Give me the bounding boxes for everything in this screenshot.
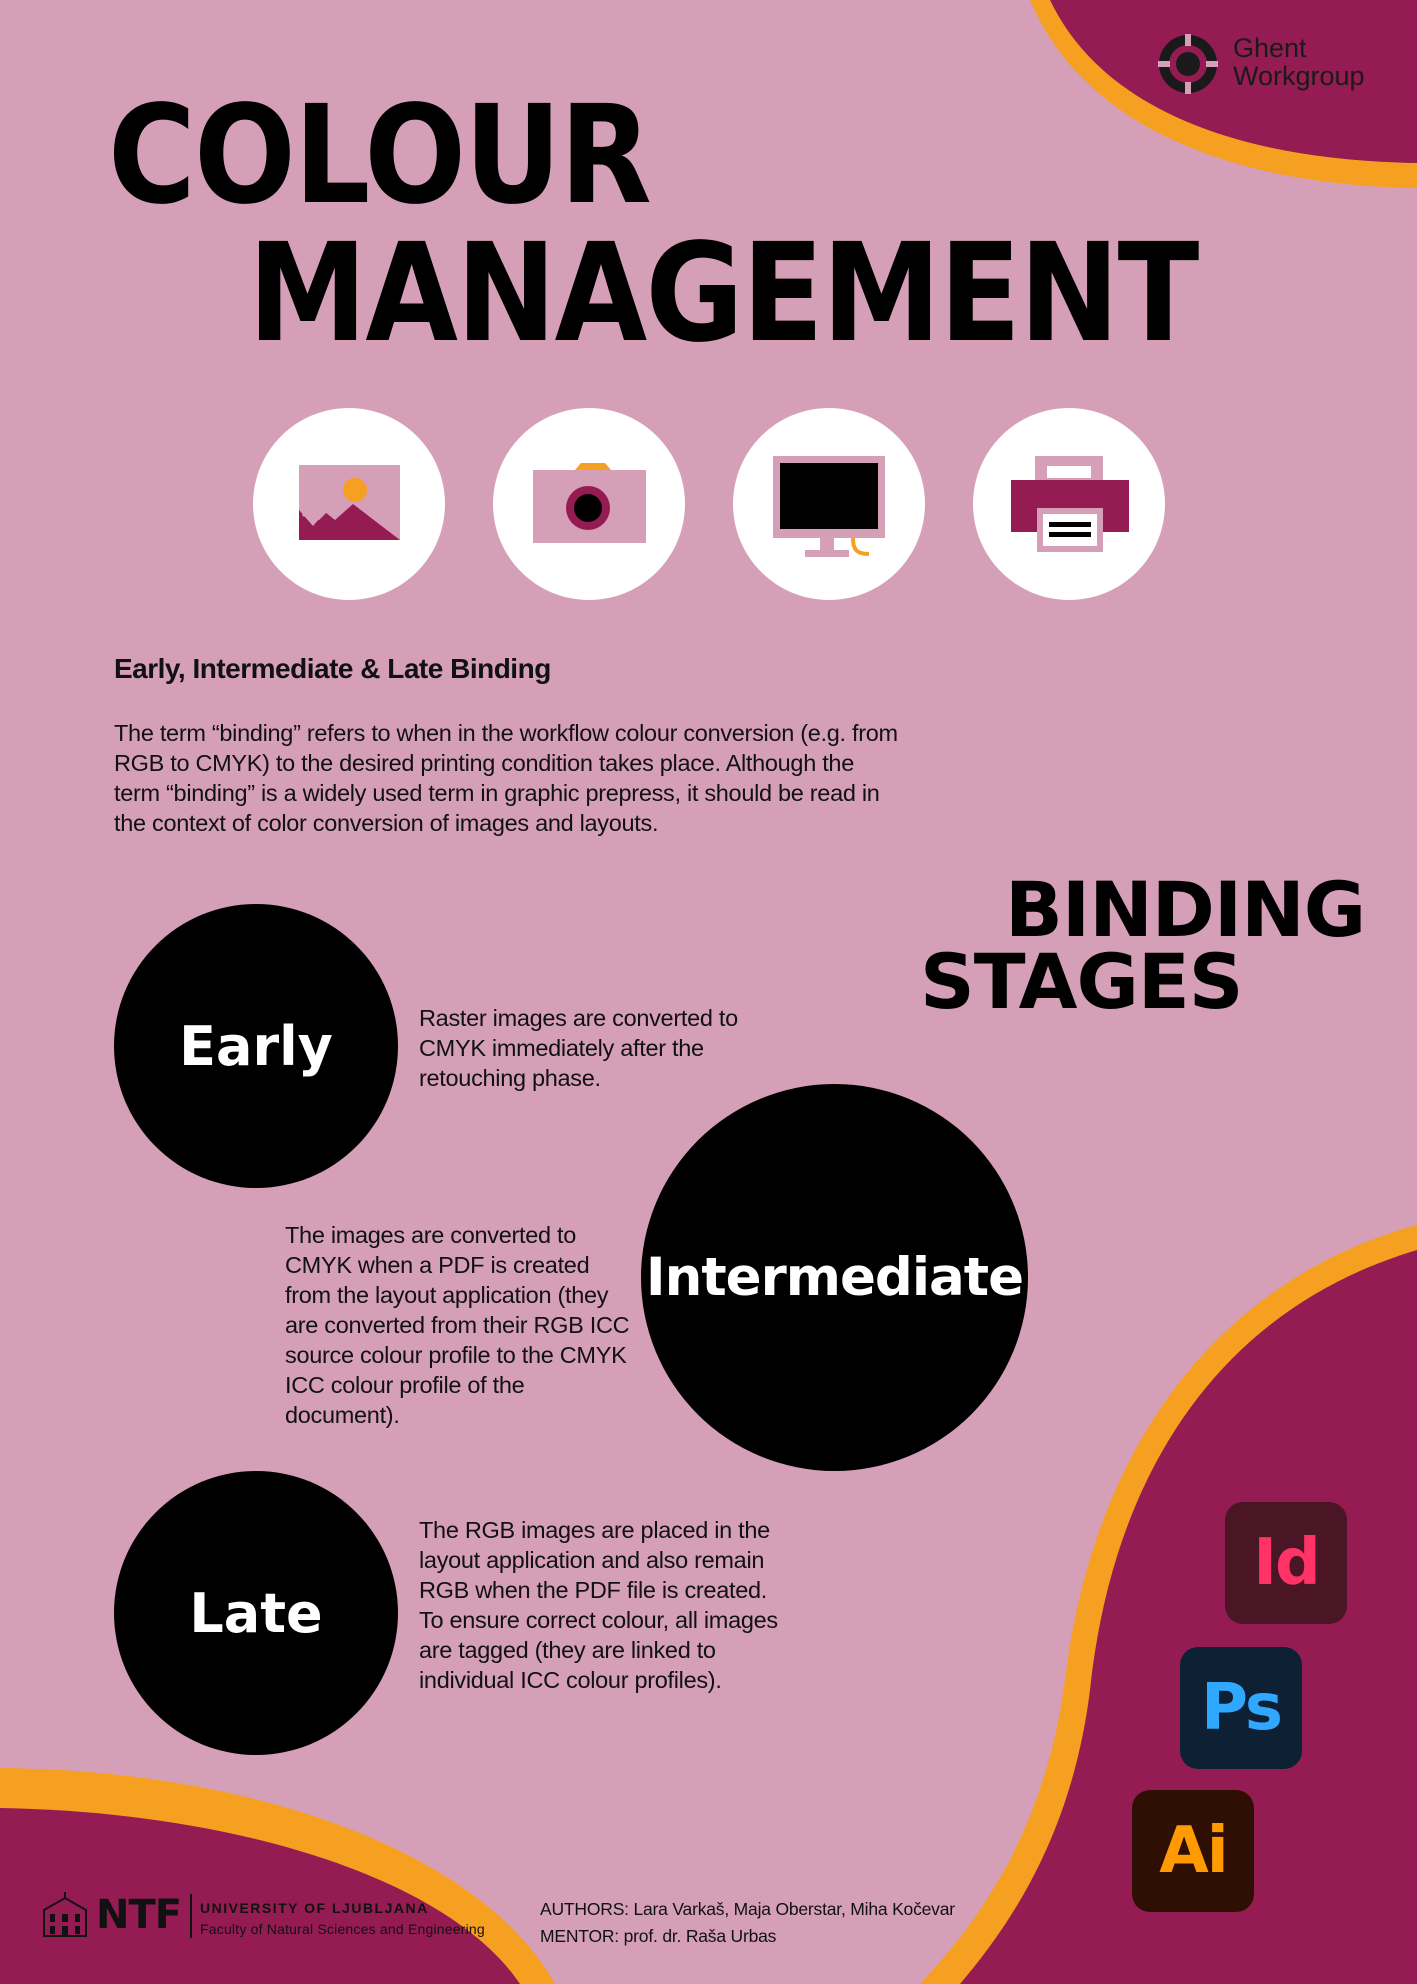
- authors-credit: AUTHORS: Lara Varkaš, Maja Oberstar, Mih…: [540, 1899, 955, 1919]
- photoshop-icon-label: Ps: [1201, 1671, 1283, 1745]
- mentor-credit: MENTOR: prof. dr. Raša Urbas: [540, 1926, 777, 1946]
- faculty-name: Faculty of Natural Sciences and Engineer…: [200, 1921, 485, 1937]
- image-icon: [299, 465, 400, 540]
- intro-body: The term “binding” refers to when in the…: [114, 720, 898, 836]
- early-stage-circle: Early: [114, 904, 398, 1188]
- indesign-icon: Id: [1225, 1502, 1347, 1624]
- bottom-right-magenta-wave: [960, 1250, 1417, 1984]
- university-building-icon: [43, 1892, 87, 1937]
- top-right-magenta-wave: [1050, 0, 1417, 163]
- indesign-icon-label: Id: [1253, 1526, 1321, 1600]
- illustrator-icon: Ai: [1132, 1790, 1254, 1912]
- illustrator-icon-label: Ai: [1159, 1814, 1228, 1888]
- intermediate-stage-label: Intermediate: [645, 1247, 1024, 1308]
- printer-icon-circle: [973, 408, 1165, 600]
- image-icon-circle: [253, 408, 445, 600]
- early-stage-label: Early: [179, 1014, 333, 1078]
- monitor-icon: [773, 456, 885, 557]
- title-line-2: MANAGEMENT: [248, 215, 1199, 373]
- photoshop-icon: Ps: [1180, 1647, 1302, 1769]
- binding-stages-title-line-1: BINDING: [1005, 865, 1366, 954]
- ghent-workgroup-logo-icon: [1158, 34, 1218, 94]
- title-line-1: COLOUR: [108, 77, 652, 235]
- binding-stages-title-line-2: STAGES: [920, 937, 1244, 1026]
- university-name: UNIVERSITY OF LJUBLJANA: [200, 1900, 429, 1916]
- ghent-workgroup-logo: Ghent Workgroup: [1233, 34, 1365, 90]
- intermediate-stage-description: The images are converted to CMYK when a …: [285, 1222, 630, 1428]
- camera-icon-circle: [493, 408, 685, 600]
- ntf-logo-text: NTF: [96, 1892, 182, 1938]
- logo-line-2: Workgroup: [1233, 61, 1365, 91]
- late-stage-description: The RGB images are placed in the layout …: [419, 1517, 778, 1693]
- logo-line-1: Ghent: [1233, 33, 1307, 63]
- printer-icon: [1011, 456, 1129, 552]
- bottom-left-magenta-wave: [0, 1808, 520, 1984]
- early-stage-description: Raster images are converted to CMYK imme…: [419, 1005, 738, 1091]
- late-stage-circle: Late: [114, 1471, 398, 1755]
- monitor-icon-circle: [733, 408, 925, 600]
- logo-divider: [190, 1894, 192, 1938]
- intermediate-stage-circle: Intermediate: [641, 1084, 1028, 1471]
- intro-heading: Early, Intermediate & Late Binding: [114, 653, 551, 684]
- camera-icon: [533, 463, 646, 543]
- late-stage-label: Late: [189, 1581, 323, 1645]
